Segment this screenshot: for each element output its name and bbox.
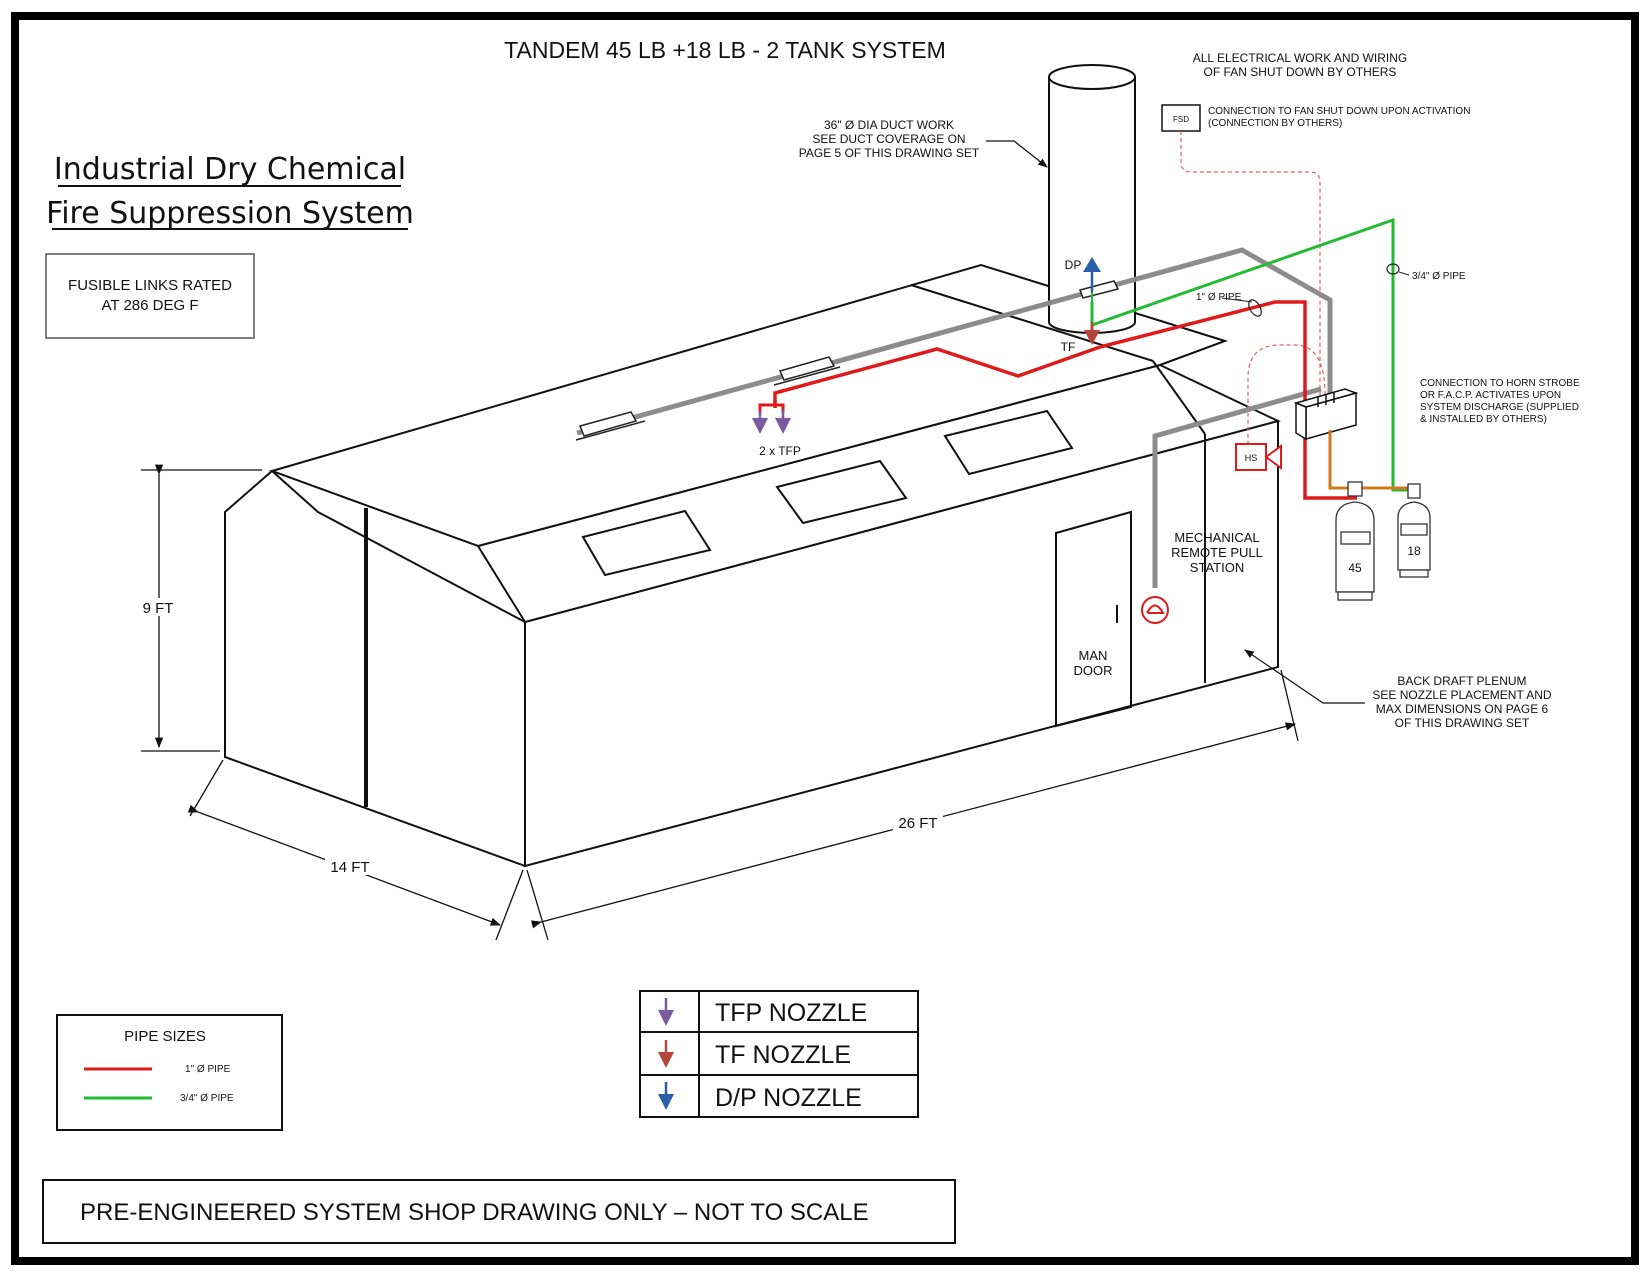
plenum-note-line1: BACK DRAFT PLENUM (1397, 674, 1526, 688)
pipe-3-4in-callout: 3/4" Ø PIPE (1412, 271, 1466, 282)
tfp-legend-label: TFP NOZZLE (715, 999, 867, 1027)
dim-length-label: 26 FT (898, 815, 937, 832)
nozzle-legend: TFP NOZZLE TF NOZZLE D/P NOZZLE (639, 990, 919, 1118)
tfp-nozzle-icon-1 (752, 410, 768, 434)
pipe-3-4in (1090, 217, 1415, 492)
pipe-legend-title: PIPE SIZES (124, 1028, 206, 1045)
dp-nozzle-icon (1083, 257, 1101, 292)
fusible-link-3 (1079, 280, 1120, 299)
horn-dashed-wire (1247, 344, 1326, 446)
control-panel (1293, 388, 1359, 441)
roof-top (268, 263, 1229, 548)
tank-18 (1397, 483, 1431, 578)
pipe-sizes-legend: PIPE SIZES 1" Ø PIPE 3/4" Ø PIPE (56, 1014, 283, 1131)
cable-conduit-pull (1152, 386, 1322, 588)
duct-note-line1: 36" Ø DIA DUCT WORK (824, 118, 954, 132)
tfp-label: 2 x TFP (759, 444, 801, 458)
horn-note-line2: OR F.A.C.P. ACTIVATES UPON (1420, 390, 1561, 401)
fusible-link-1 (575, 411, 646, 441)
pull-station-icon (1141, 596, 1169, 624)
fsd-dashed-wire (1180, 131, 1321, 410)
duct-note-line2: SEE DUCT COVERAGE ON (812, 132, 965, 146)
footer-note-box: PRE-ENGINEERED SYSTEM SHOP DRAWING ONLY … (42, 1179, 956, 1244)
roof-vent-2 (775, 459, 908, 525)
mech-line3: STATION (1190, 560, 1244, 575)
duct-leader (986, 140, 1048, 168)
mech-line2: REMOTE PULL (1171, 545, 1263, 560)
dim-width-label-bg (325, 857, 373, 875)
pipe-1in-tfp (773, 345, 1101, 408)
tank-18-label: 18 (1407, 544, 1421, 558)
horn-note-line1: CONNECTION TO HORN STROBE (1420, 378, 1580, 389)
fsd-note-line2: (CONNECTION BY OTHERS) (1208, 118, 1342, 129)
main-title-line1: Industrial Dry Chemical (54, 152, 406, 187)
pipe-1in-main (1099, 300, 1357, 500)
dp-legend-arrow-icon (658, 1082, 674, 1110)
fsd-note-line1: CONNECTION TO FAN SHUT DOWN UPON ACTIVAT… (1208, 106, 1470, 117)
fsd-box (1161, 104, 1201, 132)
footer-note: PRE-ENGINEERED SYSTEM SHOP DRAWING ONLY … (80, 1199, 869, 1226)
dp-label: DP (1065, 258, 1082, 272)
duct-note-line3: PAGE 5 OF THIS DRAWING SET (799, 146, 980, 160)
pipe-legend-label-1in: 1" Ø PIPE (185, 1064, 231, 1075)
tf-legend-arrow-icon (658, 1040, 674, 1068)
dim-height-label: 9 FT (143, 600, 174, 617)
horn-icon (1264, 444, 1282, 470)
fusible-links-box: FUSIBLE LINKS RATED AT 286 DEG F (45, 253, 255, 339)
fusible-link-2 (773, 356, 841, 386)
man-door (1055, 510, 1132, 728)
plenum-note-line4: OF THIS DRAWING SET (1395, 716, 1530, 730)
roof-vent-1 (581, 509, 712, 577)
electrical-note-line2: OF FAN SHUT DOWN BY OTHERS (1204, 65, 1397, 79)
pipe-1in-callout-leader (1221, 297, 1253, 303)
plenum-note-line3: MAX DIMENSIONS ON PAGE 6 (1376, 702, 1549, 716)
tfp-nozzle-icon-2 (775, 410, 791, 434)
tf-label: TF (1061, 340, 1076, 354)
sheet-border (11, 12, 1639, 1265)
plenum-leader (1244, 649, 1365, 704)
fusible-line1: FUSIBLE LINKS RATED (68, 277, 232, 294)
door-label-line1: MAN (1079, 648, 1108, 663)
cable-conduit-main (576, 247, 1333, 436)
tf-nozzle-icon (1084, 322, 1100, 345)
main-title-line2: Fire Suppression System (46, 196, 414, 231)
actuator-line (1328, 430, 1355, 490)
pipe-1in-callout: 1" Ø PIPE (1196, 292, 1242, 303)
pipe-3-4in-callout-mark (1386, 263, 1400, 275)
tf-legend-label: TF NOZZLE (715, 1041, 851, 1069)
pipe-1in-tfp-branch (758, 403, 785, 413)
mech-line1: MECHANICAL (1174, 530, 1259, 545)
fusible-line2: AT 286 DEG F (102, 297, 199, 314)
horn-note-line4: & INSTALLED BY OTHERS) (1420, 414, 1547, 425)
enclosure-building (224, 263, 1281, 868)
tank-45-label: 45 (1348, 561, 1362, 575)
pull-station-handle (1146, 604, 1165, 614)
electrical-note-line1: ALL ELECTRICAL WORK AND WIRING (1193, 51, 1407, 65)
plenum-note-line2: SEE NOZZLE PLACEMENT AND (1372, 688, 1551, 702)
dim-height-label-bg (138, 598, 178, 616)
dp-legend-label: D/P NOZZLE (715, 1084, 862, 1112)
roof-vent-3 (943, 409, 1074, 476)
door-label-line2: DOOR (1074, 663, 1113, 678)
horn-note-line3: SYSTEM DISCHARGE (SUPPLIED (1420, 402, 1579, 413)
tank-45 (1335, 481, 1375, 601)
tfp-legend-arrow-icon (658, 998, 674, 1026)
pipe-1in-callout-mark (1248, 299, 1262, 317)
pipe-3-4in-callout-leader (1398, 271, 1410, 276)
dim-width-label: 14 FT (330, 859, 369, 876)
hs-label: HS (1245, 453, 1258, 463)
fsd-label: FSD (1173, 115, 1189, 124)
horn-strobe-box (1235, 443, 1267, 471)
pipe-legend-label-3-4in: 3/4" Ø PIPE (180, 1093, 234, 1104)
system-title: TANDEM 45 LB +18 LB - 2 TANK SYSTEM (504, 37, 946, 63)
dim-length-label-bg (893, 813, 943, 831)
